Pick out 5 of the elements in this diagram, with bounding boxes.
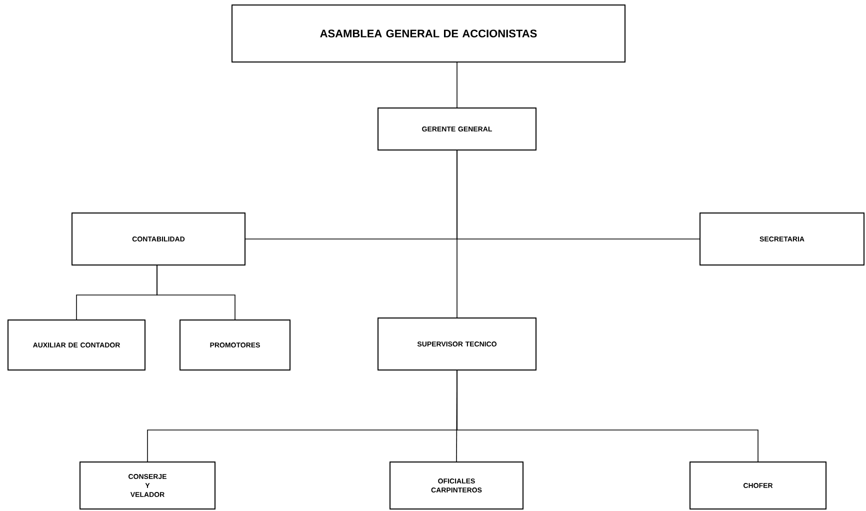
- connector-line: [156, 264, 236, 320]
- connector-line: [456, 62, 458, 108]
- org-box: ASAMBLEA GENERAL DE ACCIONISTAS: [232, 4, 626, 62]
- connector-line: [456, 370, 758, 462]
- connector-line: [456, 150, 458, 318]
